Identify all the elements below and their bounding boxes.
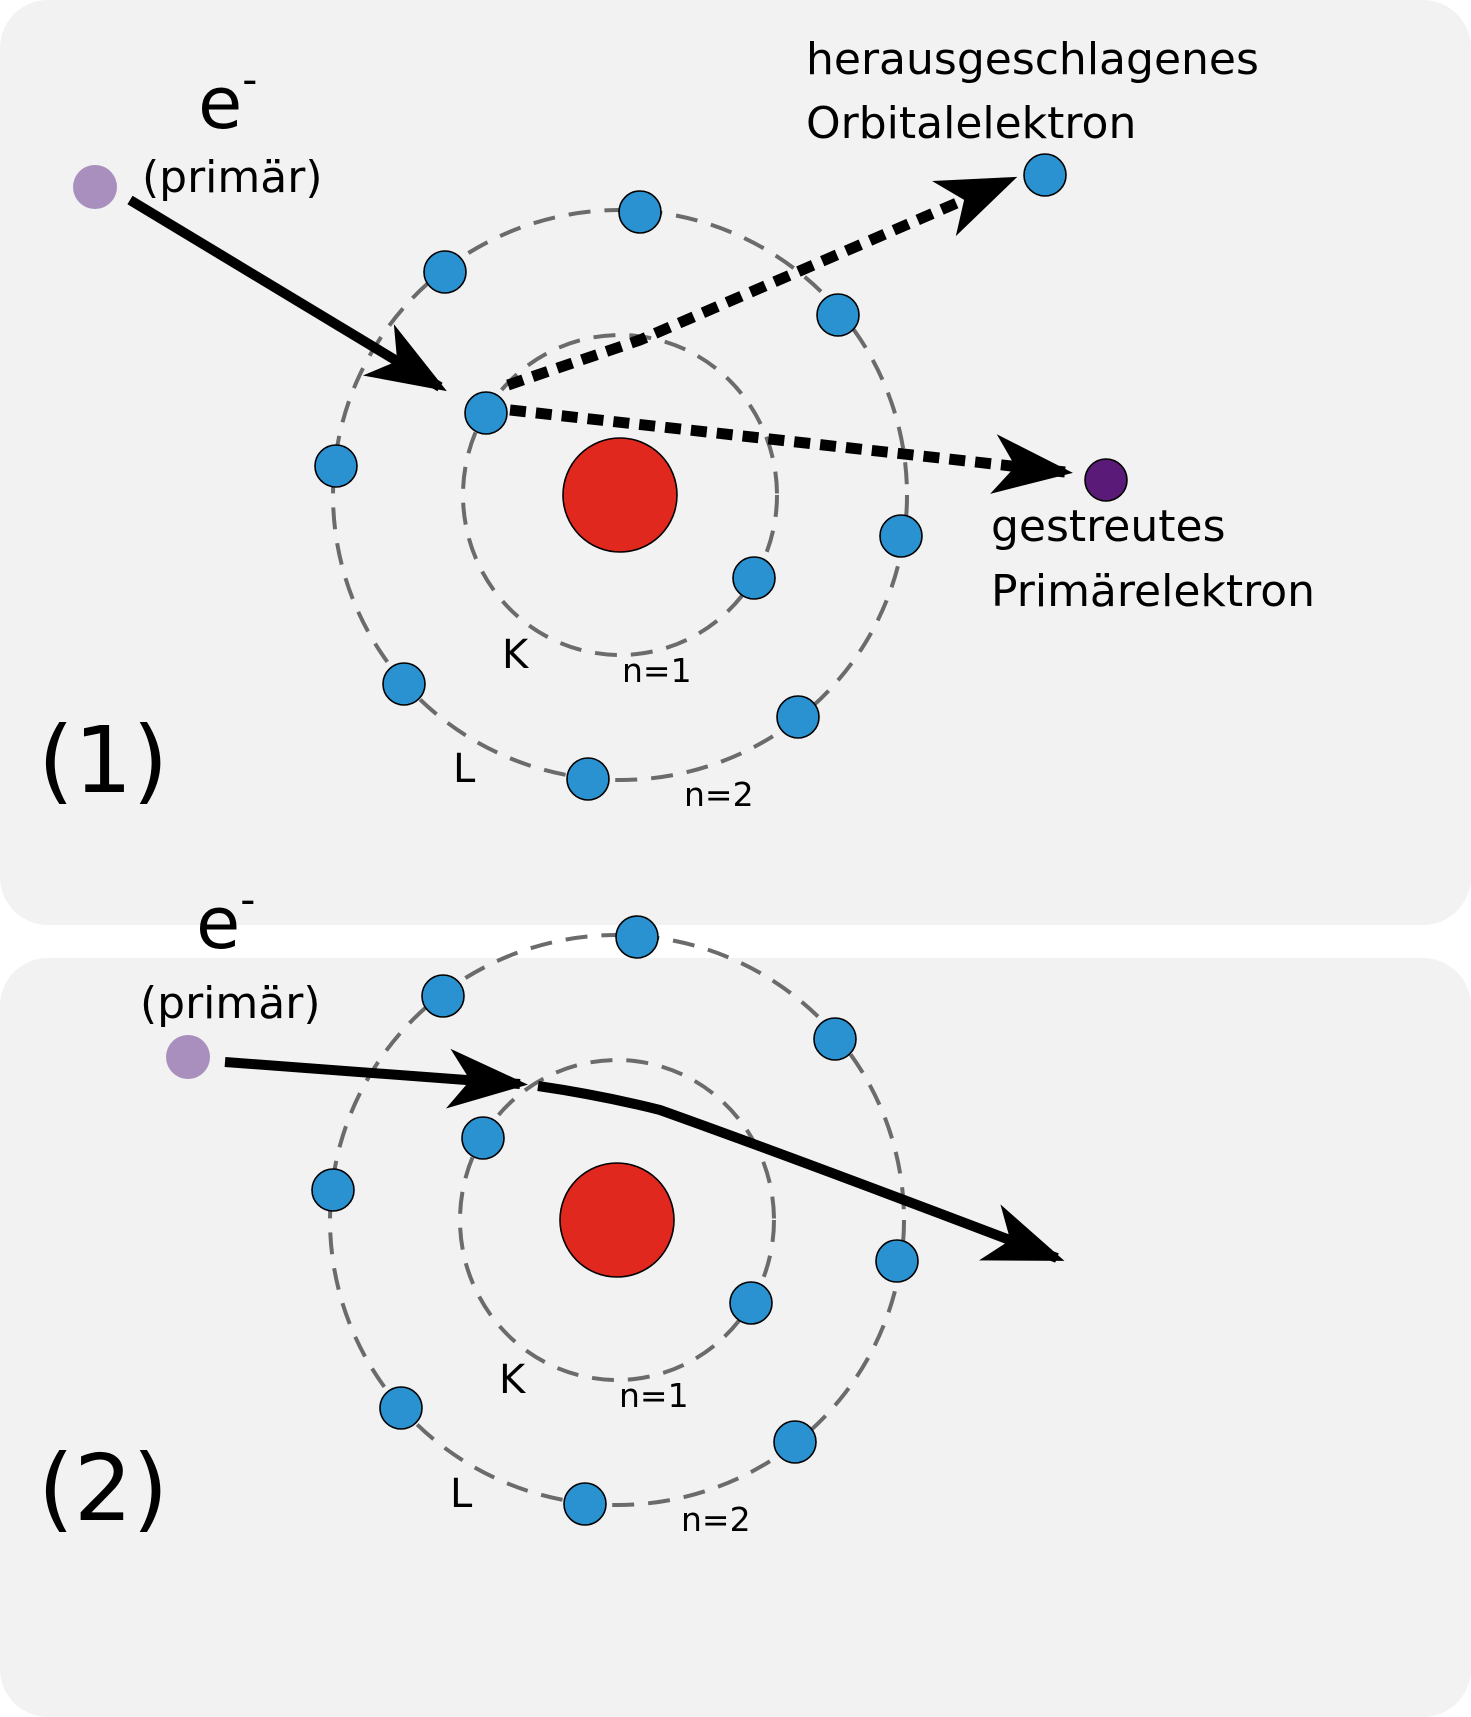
svg-text:e-: e- — [198, 55, 257, 145]
panel-1-electron — [382, 662, 426, 706]
panel-2-inner-shell-n: n=1 — [619, 1376, 689, 1415]
panel-1-inner-shell-n: n=1 — [622, 651, 692, 690]
panel-2-electron — [421, 974, 465, 1018]
panel-2-nucleus — [559, 1162, 675, 1278]
panel-2-electron — [311, 1168, 355, 1212]
panel-1-electron — [816, 293, 860, 337]
panel-2-incoming-charge: - — [240, 875, 255, 924]
svg-text:e-: e- — [196, 875, 255, 965]
panel-1-ejected-label-line1: herausgeschlagenes — [806, 34, 1259, 85]
panel-2-electron — [729, 1281, 773, 1325]
panel-2-electron — [615, 915, 659, 959]
panel-1-scattered-path-arrow — [509, 404, 1073, 494]
panel-1-electron — [618, 190, 662, 234]
panel-2-inner-shell-label: K — [499, 1357, 527, 1403]
panel-2-electron — [773, 1420, 817, 1464]
panel-1-incoming-symbol: e — [198, 61, 242, 145]
panel-1-ejected-path-arrow — [506, 174, 1018, 391]
panel-1-background — [0, 0, 1471, 925]
panel-2-deflected-path-arrow — [537, 1081, 1065, 1263]
panel-1-incoming-note: (primär) — [142, 152, 323, 203]
panel-2-electron — [379, 1386, 423, 1430]
panel-1-scattered-primary-electron — [1084, 458, 1128, 502]
panel-1-number-label: (1) — [38, 707, 168, 814]
panel-1-nucleus — [562, 437, 678, 553]
panel-1-electron — [566, 757, 610, 801]
panel-2-incoming-symbol: e — [196, 881, 240, 965]
panel-2-electron — [875, 1239, 919, 1283]
panel-1-scattered-label-line1: gestreutes — [991, 501, 1226, 552]
panel-2-electron — [813, 1017, 857, 1061]
panel-2-electron — [563, 1482, 607, 1526]
panel-2: e- (primär) K n=1 L n=2 (2) — [0, 875, 1471, 1717]
panel-1-incoming-charge: - — [242, 55, 257, 104]
panel-1-outer-shell-n: n=2 — [684, 775, 754, 814]
panel-2-incoming-arrow — [224, 1048, 528, 1109]
panel-2-incoming-note: (primär) — [140, 978, 321, 1029]
panel-2-outer-shell-n: n=2 — [681, 1500, 751, 1539]
panel-2-primary-electron — [166, 1035, 210, 1079]
panel-1-electron — [314, 444, 358, 488]
panel-1-electron — [464, 391, 508, 435]
panel-1-inner-orbit-K — [461, 333, 779, 657]
panel-1-electron — [423, 250, 467, 294]
panel-1-outer-shell-label: L — [453, 746, 476, 792]
panel-1-incoming-arrow — [127, 195, 447, 392]
panel-1-electron — [776, 695, 820, 739]
panel-1-primary-electron — [73, 165, 117, 209]
panel-1-ejected-orbital-electron — [1023, 153, 1067, 197]
panel-2-background — [0, 958, 1471, 1717]
panel-1-inner-shell-label: K — [502, 632, 530, 678]
panel-2-inner-orbit-K — [458, 1058, 776, 1382]
panel-1-scattered-label-line2: Primärelektron — [991, 566, 1315, 617]
panel-1-electron — [732, 556, 776, 600]
panel-1: e- (primär) herausgeschlagenes Orbitalel… — [0, 0, 1471, 925]
panel-1-ejected-label-line2: Orbitalelektron — [806, 98, 1136, 149]
panel-2-number-label: (2) — [38, 1435, 168, 1542]
panel-2-electron — [461, 1116, 505, 1160]
panel-1-electron — [879, 514, 923, 558]
panel-2-outer-shell-label: L — [450, 1471, 473, 1517]
